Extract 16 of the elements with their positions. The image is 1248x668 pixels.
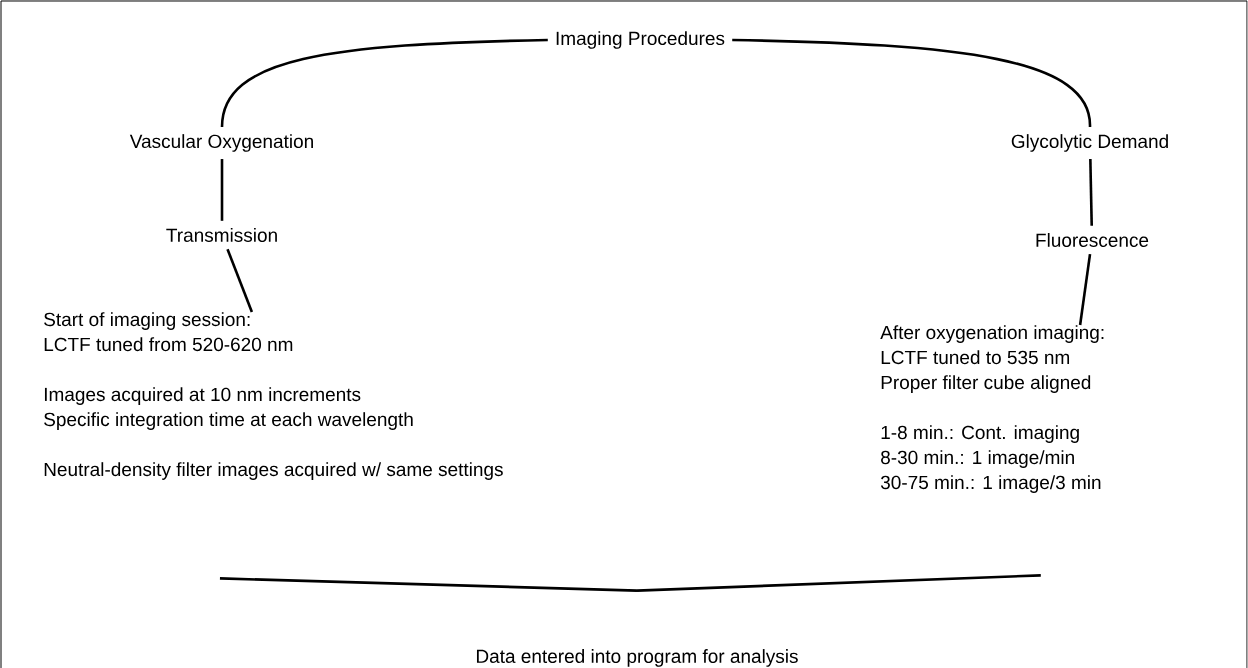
text-label: Imaging Procedures [556,31,725,49]
connector-line [220,159,224,221]
text-label: Transmission [166,228,277,242]
connector-line [636,574,1041,592]
connector-line [219,577,638,592]
note-text: Start of imaging session: LCTF tuned from 520-620 nm Images acquired at 10 nm increments Specific integration time at each wavelength Neutral-density filter images acquired w/ same settings [44,312,503,480]
text-label: Fluorescence [1036,233,1149,247]
connector-line [732,38,1092,128]
connector-line [220,38,548,128]
connector-line [1078,254,1092,326]
note-text: After oxygenation imaging: LCTF tuned to 535 nm Proper filter cube aligned 1-8 min.: Cont. imaging 8-30 min.: 1 image/min 30-75 min.: 1 image/3 min [880,325,1104,493]
text-label: Vascular Oxygenation [129,134,313,152]
result-text: Data entered into program for analysis [477,649,798,667]
text-label: Glycolytic Demand [1011,134,1168,152]
connector-line [1089,159,1093,226]
connector-line [226,248,254,313]
